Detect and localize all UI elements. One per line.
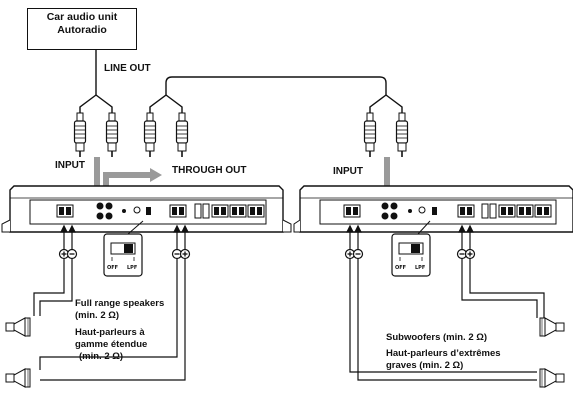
switch-off-label-right: OFF	[395, 265, 406, 271]
input-right-label: INPUT	[333, 166, 363, 177]
left-speakers-line4: gamme étendue	[75, 339, 148, 350]
left-speakers-line3: Haut-parleurs à	[75, 327, 145, 338]
rca-plug-right-2	[395, 112, 409, 158]
right-speakers-line1: Subwoofers (min. 2 Ω)	[386, 332, 488, 343]
right-speakers-caption: Subwoofers (min. 2 Ω) Haut-parleurs d’ex…	[386, 332, 501, 372]
lpf-switch-left: OFF LPF	[103, 220, 144, 277]
polarity-symbols	[61, 251, 473, 257]
speaker-wire-arrows-right	[346, 224, 474, 249]
amplifier-left	[1, 185, 292, 233]
left-speakers-line5: (min. 2 Ω)	[79, 351, 124, 362]
switch-lpf-label-right: LPF	[415, 265, 425, 271]
rca-plug-left-2	[105, 112, 119, 158]
lpf-switch-right: OFF LPF	[391, 220, 431, 277]
right-speakers-line2: Haut-parleurs d’extrêmes	[386, 348, 501, 359]
rca-plug-through-2	[175, 112, 189, 158]
speaker-right-top	[539, 317, 565, 337]
head-unit-line2: Autoradio	[57, 24, 107, 36]
speaker-left-bottom	[5, 368, 31, 388]
input-left-label: INPUT	[55, 160, 85, 171]
head-unit-line1: Car audio unit	[46, 11, 118, 23]
rca-plug-right-1	[363, 112, 377, 158]
through-out-cable	[149, 76, 403, 115]
left-speaker-wires	[33, 259, 186, 381]
speaker-wire-arrows-left	[60, 224, 189, 249]
line-out-cables	[79, 49, 113, 115]
left-speakers-line1: Full range speakers	[75, 298, 165, 309]
right-speaker-wires	[349, 259, 545, 381]
amplifier-right	[293, 185, 573, 233]
rca-plug-through-1	[143, 112, 157, 158]
head-unit-box	[27, 8, 137, 50]
rca-plug-left-1	[73, 112, 87, 158]
through-out-label: THROUGH OUT	[172, 165, 247, 176]
speaker-right-bottom	[539, 368, 565, 388]
speaker-left-top	[5, 317, 31, 337]
switch-lpf-label-left: LPF	[127, 265, 137, 271]
line-out-label: LINE OUT	[104, 63, 151, 74]
left-speakers-caption: Full range speakers (min. 2 Ω) Haut-parl…	[75, 298, 164, 363]
head-unit-label: Car audio unit Autoradio	[28, 11, 136, 37]
switch-off-label-left: OFF	[107, 265, 118, 271]
left-speakers-line2: (min. 2 Ω)	[75, 310, 120, 321]
right-speakers-line3: graves (min. 2 Ω)	[386, 360, 464, 371]
